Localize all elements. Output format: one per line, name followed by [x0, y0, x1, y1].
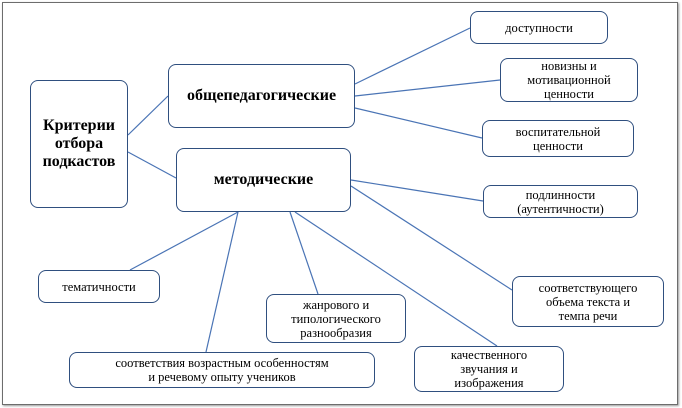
- root-label: Критерии отбора подкастов: [42, 117, 116, 170]
- criterion-novelty-motivation: новизны и мотивационной ценности: [500, 58, 638, 102]
- category-methodical: методические: [176, 148, 351, 212]
- connector-root-general: [127, 95, 169, 136]
- criterion-age-speech-experience: соответствия возрастным особенностям и р…: [69, 352, 375, 388]
- connector-methodical-age: [205, 211, 239, 353]
- root-node: Критерии отбора подкастов: [30, 80, 128, 208]
- connector-methodical-authenticity: [350, 179, 484, 202]
- category-methodical-label: методические: [213, 171, 314, 188]
- criterion-authenticity: подлинности (аутентичности): [483, 185, 638, 218]
- connector-general-accessibility: [354, 27, 471, 85]
- category-general-label: общепедагогические: [186, 87, 337, 104]
- criterion-upbringing-value: воспитательной ценности: [482, 120, 634, 157]
- connector-methodical-thematic: [129, 211, 239, 271]
- category-general: общепедагогические: [168, 64, 355, 128]
- diagram-frame: [2, 2, 678, 405]
- criterion-sound-image-quality: качественного звучания и изображения: [414, 346, 564, 392]
- criterion-thematic: тематичности: [38, 270, 160, 303]
- criterion-genre-typology-diversity: жанрового и типологического разнообразия: [266, 294, 406, 343]
- criterion-accessibility: доступности: [470, 11, 608, 44]
- connector-methodical-genre: [289, 211, 319, 295]
- connector-general-novelty: [354, 79, 501, 97]
- connector-methodical-volume: [350, 185, 513, 291]
- connector-root-methodical: [127, 151, 177, 179]
- connector-methodical-quality: [294, 211, 498, 347]
- criterion-text-volume-speech-rate: соответствующего объема текста и темпа р…: [512, 276, 664, 327]
- connector-general-upbringing: [354, 107, 483, 139]
